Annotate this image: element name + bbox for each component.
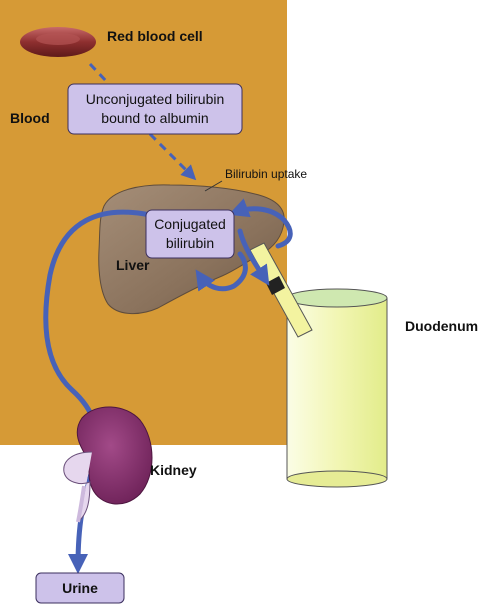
unconjugated-label-line2: bound to albumin [101, 110, 208, 126]
urine-box: Urine [35, 572, 125, 604]
conjugated-label-line1: Conjugated [154, 216, 226, 232]
unconjugated-bilirubin-box: Unconjugated bilirubin bound to albumin [67, 83, 243, 135]
conjugated-bilirubin-box: Conjugated bilirubin [145, 209, 235, 259]
unconjugated-label-line1: Unconjugated bilirubin [86, 91, 225, 107]
liver-label: Liver [116, 257, 150, 273]
blood-label: Blood [10, 110, 50, 126]
red-blood-cell-icon [20, 27, 96, 57]
urine-label: Urine [62, 580, 98, 596]
duodenum-label: Duodenum [405, 318, 478, 334]
uptake-leader-line [204, 180, 223, 192]
bilirubin-transport-dashed-arrow [88, 62, 197, 181]
conjugated-label-line2: bilirubin [166, 235, 214, 251]
kidney-label: Kidney [150, 462, 197, 478]
bilirubin-uptake-label: Bilirubin uptake [225, 167, 307, 181]
liver-bile-arrows [195, 198, 293, 292]
red-blood-cell-label: Red blood cell [107, 28, 203, 44]
kidney-icon [63, 406, 153, 523]
